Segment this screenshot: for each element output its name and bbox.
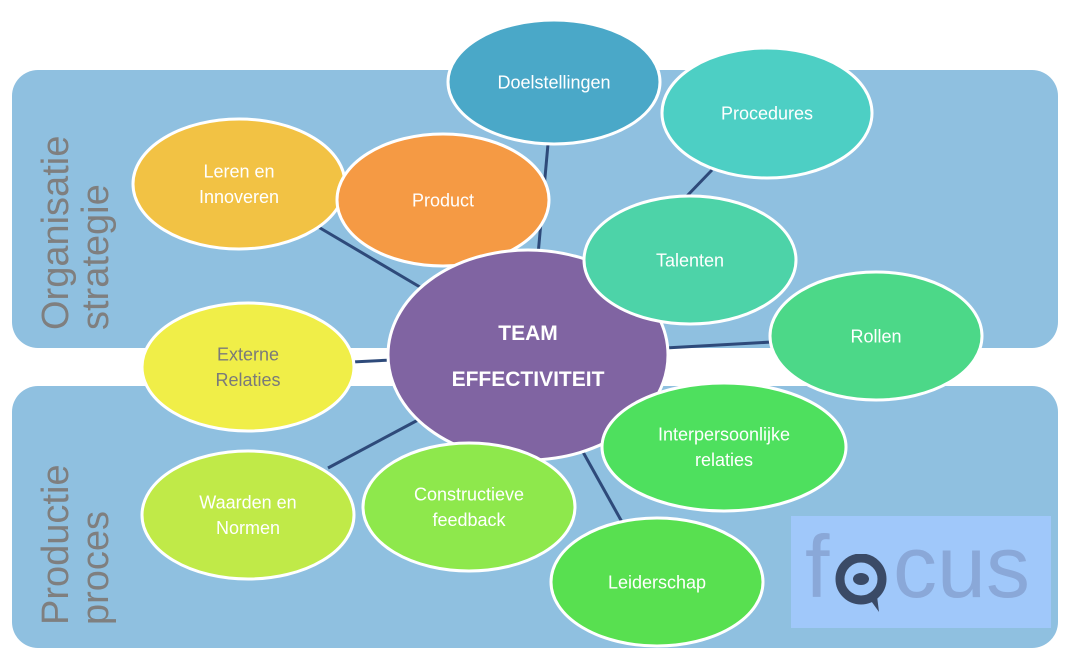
node-ellipse — [660, 46, 874, 180]
node-team-effectiviteit: TEAM EFFECTIVITEIT — [386, 248, 670, 462]
node-label: relaties — [695, 450, 753, 470]
logo-text: cus — [893, 517, 1030, 616]
focus-logo: f cus — [791, 516, 1051, 628]
node-label: Leiderschap — [608, 572, 706, 592]
connector-externe — [351, 358, 393, 364]
node-label: Doelstellingen — [497, 72, 610, 92]
node-interpersoonlijke: Interpersoonlijke relaties — [600, 381, 848, 513]
node-label: Waarden en — [199, 493, 296, 513]
connectors — [314, 143, 773, 523]
node-doelstellingen: Doelstellingen — [446, 18, 662, 146]
node-label: Procedures — [721, 103, 813, 123]
center-label: TEAM — [498, 322, 558, 345]
node-talenten: Talenten — [582, 194, 798, 326]
node-procedures: Procedures — [660, 46, 874, 180]
node-rollen: Rollen — [768, 270, 984, 402]
node-ellipse — [446, 18, 662, 146]
node-ellipse — [361, 441, 577, 573]
logo-text: f — [805, 517, 830, 616]
node-constructieve: Constructieve feedback — [361, 441, 577, 573]
node-ellipse — [140, 301, 356, 433]
node-leren: Leren en Innoveren — [131, 117, 347, 251]
connector-rollen — [664, 340, 773, 350]
node-ellipse — [549, 516, 765, 648]
node-ellipse — [335, 132, 551, 268]
node-label: Constructieve — [414, 485, 524, 505]
connector-waarden — [327, 418, 419, 470]
focus-target-icon — [835, 554, 887, 612]
node-label: Externe — [217, 345, 279, 365]
connector-procedures — [683, 168, 714, 200]
node-label: Innoveren — [199, 187, 279, 207]
node-ellipse — [131, 117, 347, 251]
connector-leiderschap — [581, 451, 624, 523]
node-label: feedback — [432, 510, 506, 530]
node-ellipse — [582, 194, 798, 326]
connector-leren — [314, 223, 426, 292]
node-label: Normen — [216, 518, 280, 538]
node-product: Product — [335, 132, 551, 268]
node-ellipse — [768, 270, 984, 402]
node-label: Rollen — [850, 326, 901, 346]
node-waarden: Waarden en Normen — [140, 449, 356, 581]
node-label: Relaties — [215, 370, 280, 390]
node-ellipse — [600, 381, 848, 513]
node-ellipse — [140, 449, 356, 581]
node-label: Product — [412, 190, 474, 210]
center-label: EFFECTIVITEIT — [452, 368, 605, 391]
node-leiderschap: Leiderschap — [549, 516, 765, 648]
node-label: Talenten — [656, 250, 724, 270]
node-label: Leren en — [203, 162, 274, 182]
node-label: Interpersoonlijke — [658, 425, 790, 445]
